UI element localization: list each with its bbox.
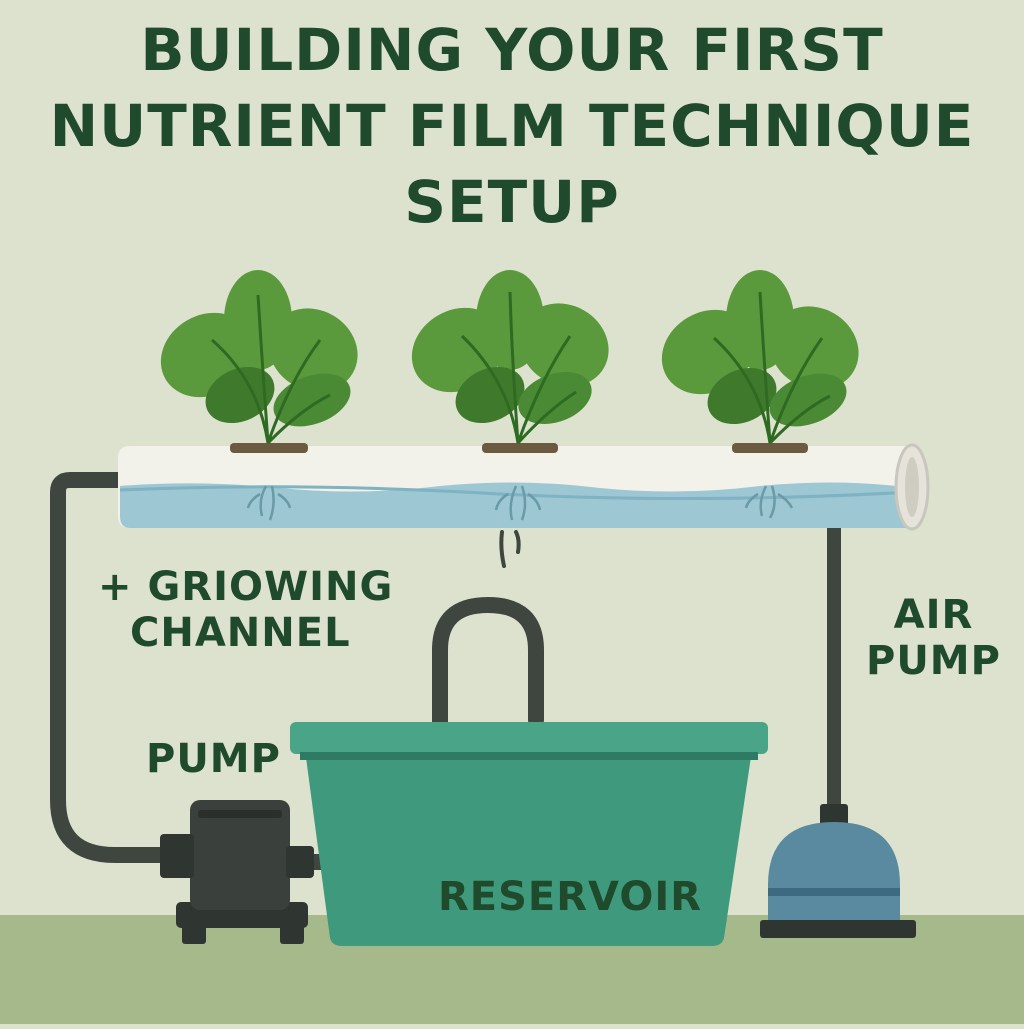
growing-channel-label: + GRIOWING CHANNEL [98, 564, 393, 656]
plant-3 [661, 270, 859, 445]
reservoir-label: RESERVOIR [438, 874, 702, 920]
pump-label: PUMP [146, 736, 281, 782]
return-tube [50, 472, 178, 863]
reservoir [290, 722, 768, 946]
air-pump-label: AIR PUMP [866, 592, 1001, 684]
pump [160, 800, 314, 944]
air-pump-label-line-1: AIR [893, 592, 974, 638]
plant-2 [411, 270, 609, 445]
growing-channel-label-line-1: + GRIOWING [98, 564, 394, 610]
title-line-1: BUILDING YOUR FIRST [140, 16, 884, 84]
growing-channel-label-line-2: CHANNEL [130, 610, 351, 656]
air-pump [760, 804, 916, 938]
title-line-3: SETUP [404, 168, 620, 236]
air-pump-label-line-2: PUMP [866, 638, 1001, 684]
title-line-2: NUTRIENT FILM TECHNIQUE [49, 92, 975, 160]
plant-1 [160, 270, 358, 445]
growing-channel [118, 443, 930, 568]
